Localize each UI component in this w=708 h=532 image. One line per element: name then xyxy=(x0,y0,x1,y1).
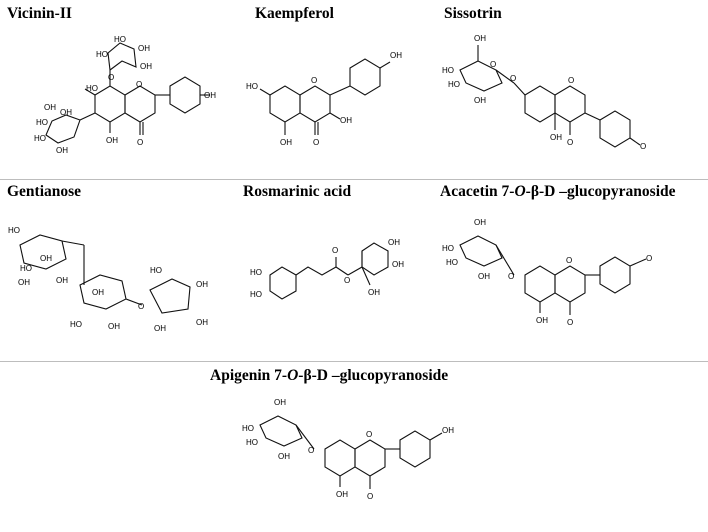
atom-label: O xyxy=(567,138,573,147)
atom-label: HO xyxy=(250,290,262,299)
atom-label: HO xyxy=(70,320,82,329)
atom-label: O xyxy=(646,254,652,263)
atom-label: HO xyxy=(250,268,262,277)
atom-label: O xyxy=(367,492,373,501)
atom-label: HO xyxy=(8,226,20,235)
atom-label: HO xyxy=(246,438,258,447)
atom-label: OH xyxy=(536,316,548,325)
structure-apigenin-glucoside: OH HO HO OH O O OH OH O xyxy=(242,398,454,501)
atom-label: O xyxy=(566,256,572,265)
compound-title-acacetin-glucoside: Acacetin 7-O-β-D –glucopyranoside xyxy=(440,183,676,201)
atom-label: O xyxy=(640,142,646,151)
atom-label: O xyxy=(366,430,372,439)
atom-label: OH xyxy=(60,108,72,117)
structure-acacetin-glucoside: OH HO HO OH O O O OH O xyxy=(442,218,652,327)
atom-label: HO xyxy=(86,84,98,93)
title-o: O xyxy=(287,367,299,384)
title-suffix: -β-D –glucopyranoside xyxy=(298,367,449,384)
atom-label: OH xyxy=(40,254,52,263)
atom-label: OH xyxy=(92,288,104,297)
atom-label: HO xyxy=(150,266,162,275)
divider-row-2 xyxy=(0,361,708,362)
atom-label: OH xyxy=(154,324,166,333)
compound-title-gentianose: Gentianose xyxy=(7,183,82,200)
atom-label: OH xyxy=(140,62,152,71)
atom-label: OH xyxy=(280,138,292,147)
atom-label: HO xyxy=(96,50,108,59)
atom-label: HO xyxy=(448,80,460,89)
atom-label: HO xyxy=(442,66,454,75)
atom-label: O xyxy=(344,276,350,285)
atom-label: OH xyxy=(56,276,68,285)
compound-title-rosmarinic-acid: Rosmarinic acid xyxy=(243,183,352,200)
atom-label: OH xyxy=(18,278,30,287)
title-suffix: -β-D –glucopyranoside xyxy=(525,183,676,200)
title-prefix: Acacetin 7- xyxy=(440,183,515,200)
structure-vicinin-ii: HO OH OH HO HO O O OH OH O OH HO HO OH O… xyxy=(34,35,216,155)
atom-label: OH xyxy=(474,96,486,105)
atom-label: OH xyxy=(340,116,352,125)
atom-label: HO xyxy=(442,244,454,253)
compound-title-apigenin-glucoside: Apigenin 7-O-β-D –glucopyranoside xyxy=(210,367,448,385)
atom-label: OH xyxy=(196,318,208,327)
atom-label: OH xyxy=(388,238,400,247)
title-o: O xyxy=(514,183,526,200)
atom-label: OH xyxy=(274,398,286,407)
atom-label: O xyxy=(313,138,319,147)
atom-label: O xyxy=(508,272,514,281)
atom-label: OH xyxy=(478,272,490,281)
atom-label: HO xyxy=(114,35,126,44)
atom-label: O xyxy=(308,446,314,455)
structure-sissotrin: OH HO HO OH O O O O OH O xyxy=(442,34,646,151)
divider-row-1 xyxy=(0,179,708,180)
compound-title-kaempferol: Kaempferol xyxy=(255,5,334,22)
compound-title-vicinin-ii: Vicinin-II xyxy=(7,5,72,22)
atom-label: HO xyxy=(20,264,32,273)
atom-label: OH xyxy=(196,280,208,289)
atom-label: O xyxy=(490,60,496,69)
atom-label: O xyxy=(332,246,338,255)
atom-label: O xyxy=(138,302,144,311)
atom-label: HO xyxy=(246,82,258,91)
structure-gentianose: HO HO OH OH OH HO OH OH O HO OH OH OH xyxy=(8,226,208,333)
atom-label: O xyxy=(568,76,574,85)
atom-label: O xyxy=(108,73,114,82)
atom-label: HO xyxy=(36,118,48,127)
atom-label: OH xyxy=(474,34,486,43)
atom-label: HO xyxy=(34,134,46,143)
atom-label: O xyxy=(311,76,317,85)
atom-label: OH xyxy=(278,452,290,461)
atom-label: OH xyxy=(106,136,118,145)
atom-label: O xyxy=(567,318,573,327)
atom-label: OH xyxy=(550,133,562,142)
atom-label: OH xyxy=(368,288,380,297)
atom-label: OH xyxy=(56,146,68,155)
atom-label: O xyxy=(137,138,143,147)
atom-label: OH xyxy=(392,260,404,269)
atom-label: OH xyxy=(204,91,216,100)
atom-label: OH xyxy=(336,490,348,499)
structure-kaempferol: HO O OH O OH OH xyxy=(246,51,402,147)
structure-rosmarinic-acid: HO HO O O OH OH OH xyxy=(250,238,404,300)
atom-label: O xyxy=(136,80,142,89)
title-prefix: Apigenin 7- xyxy=(210,367,288,384)
atom-label: HO xyxy=(446,258,458,267)
compound-title-sissotrin: Sissotrin xyxy=(444,5,502,22)
atom-label: OH xyxy=(108,322,120,331)
atom-label: O xyxy=(510,74,516,83)
atom-label: HO xyxy=(242,424,254,433)
atom-label: OH xyxy=(44,103,56,112)
atom-label: OH xyxy=(474,218,486,227)
atom-label: OH xyxy=(390,51,402,60)
atom-label: OH xyxy=(442,426,454,435)
atom-label: OH xyxy=(138,44,150,53)
